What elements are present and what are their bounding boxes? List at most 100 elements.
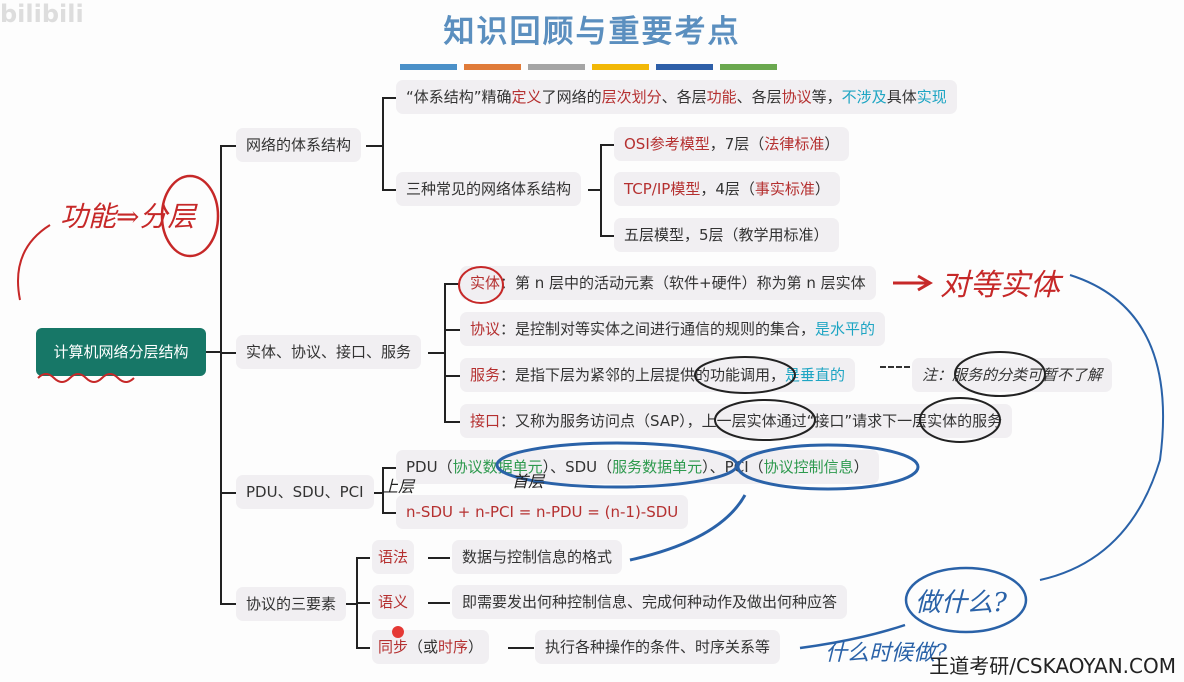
text-segment: 是垂直的 (785, 366, 846, 384)
connector (220, 145, 236, 147)
black-circle (694, 356, 796, 394)
text-segment: 法律标准 (764, 135, 825, 153)
annotation-what: 做什么? (915, 588, 1007, 618)
node-entity-protocol-interface-service[interactable]: 实体、协议、接口、服务 (236, 335, 422, 369)
connector (588, 189, 600, 191)
slide-title: 知识回顾与重要考点 (443, 14, 741, 50)
text-segment: TCP/IP模型 (624, 180, 701, 198)
node-architecture-definition[interactable]: “体系结构”精确定义了网络的层次划分、各层功能、各层协议等，不涉及具体实现 (396, 80, 957, 114)
connector (344, 603, 356, 605)
connector (444, 421, 460, 423)
node-tcpip-model[interactable]: TCP/IP模型，4层（事实标准） (614, 172, 840, 206)
blue-arrow (629, 494, 747, 562)
node-semantics-desc[interactable]: 即需要发出何种控制信息、完成何种动作及做出何种应答 (452, 585, 848, 619)
annotation-when: 什么时候做? (825, 641, 947, 666)
node-protocol-elements[interactable]: 协议的三要素 (236, 587, 347, 621)
text-segment: 实体 (470, 274, 501, 292)
node-syntax[interactable]: 语法 (372, 540, 415, 574)
connector (382, 97, 396, 99)
text-segment: 同步 (378, 638, 409, 656)
node-pdu-terms[interactable]: PDU（协议数据单元）、SDU（服务数据单元）、PCI（协议控制信息） (396, 450, 879, 484)
annotation-func-layer: 功能⇒分层 (60, 200, 196, 233)
text-segment: ） (814, 180, 830, 198)
text-segment: 事实标准 (754, 180, 815, 198)
connector (220, 352, 236, 354)
node-entity[interactable]: 实体：第 n 层中的活动元素（软件+硬件）称为第 n 层实体 (460, 266, 876, 300)
node-semantics[interactable]: 语义 (372, 585, 415, 619)
annotation-peer-entity: 对等实体 (940, 268, 1060, 303)
connector (382, 189, 396, 191)
node-pdu-sdu-pci[interactable]: PDU、SDU、PCI (236, 475, 374, 509)
connector (600, 144, 614, 146)
connector (600, 144, 602, 236)
red-arrow (893, 274, 933, 292)
connector (382, 97, 384, 190)
text-segment: 、各层 (736, 88, 782, 106)
connector (356, 602, 370, 604)
node-architecture[interactable]: 网络的体系结构 (236, 128, 362, 162)
text-segment: ）、PCI（ (702, 458, 764, 476)
text-segment: ：是指下层为紧邻的上层提供的功能调用， (500, 366, 786, 384)
red-underline (37, 373, 135, 383)
red-arrow-curve (17, 224, 51, 301)
text-segment: 协议控制信息 (763, 458, 854, 476)
text-segment: ：第 n 层中的活动元素（软件+硬件）称为第 n 层实体 (500, 274, 866, 292)
connector (444, 375, 460, 377)
text-segment: 等， (811, 88, 842, 106)
connector (600, 235, 614, 237)
black-circle (714, 399, 816, 441)
bilibili-watermark: bilibili (0, 0, 84, 28)
node-service[interactable]: 服务：是指下层为紧邻的上层提供的功能调用，是垂直的 (460, 358, 856, 392)
blue-circle (736, 443, 920, 491)
node-syntax-desc[interactable]: 数据与控制信息的格式 (452, 540, 623, 574)
text-segment: 不涉及 (841, 88, 887, 106)
node-three-models[interactable]: 三种常见的网络体系结构 (396, 172, 582, 206)
root-node[interactable]: 计算机网络分层结构 (36, 328, 206, 376)
site-watermark: 王道考研/CSKAOYAN.COM (929, 654, 1176, 678)
text-segment: 五层模型，5层（教学用标准） (624, 226, 829, 244)
text-segment: ：是控制对等实体之间进行通信的规则的集合， (500, 320, 816, 338)
text-segment: ） (824, 135, 840, 153)
text-segment: PDU（ (406, 458, 453, 476)
text-segment: ：又称为服务访问点（SAP），上一层实体通过“接口”请求下一层实体的服务 (500, 412, 1003, 430)
text-segment: 语法 (378, 548, 409, 566)
text-segment: 时序 (438, 638, 469, 656)
connector (220, 145, 222, 604)
text-segment: “体系结构”精确 (406, 88, 512, 106)
text-segment: ）、SDU（ (542, 458, 613, 476)
connector (444, 283, 460, 285)
color-bar (528, 64, 585, 70)
connector (428, 557, 450, 559)
color-bar (656, 64, 713, 70)
red-circle (160, 174, 220, 258)
blue-arrow-curve (1039, 274, 1164, 581)
blue-arrow (799, 623, 906, 650)
text-segment: 、各层 (661, 88, 707, 106)
connector (444, 283, 446, 422)
connector (220, 492, 236, 494)
text-segment: 实现 (916, 88, 947, 106)
node-protocol[interactable]: 协议：是控制对等实体之间进行通信的规则的集合，是水平的 (460, 312, 886, 346)
connector (880, 366, 910, 368)
text-segment: 定义 (511, 88, 542, 106)
connector (428, 352, 444, 354)
connector (382, 512, 396, 514)
text-segment: ） (468, 638, 484, 656)
annotation-lower: 首层 (512, 472, 545, 491)
connector (206, 351, 220, 353)
node-five-layer-model[interactable]: 五层模型，5层（教学用标准） (614, 218, 839, 252)
black-circle (919, 397, 1001, 443)
node-timing-desc[interactable]: 执行各种操作的条件、时序关系等 (535, 630, 781, 664)
node-osi-model[interactable]: OSI参考模型，7层（法律标准） (614, 127, 850, 161)
color-bar (592, 64, 649, 70)
text-segment: （或 (408, 638, 439, 656)
node-pdu-formula[interactable]: n-SDU + n-PCI = n-PDU = (n-1)-SDU (396, 495, 689, 529)
text-segment: 层次划分 (601, 88, 662, 106)
connector (220, 603, 236, 605)
node-interface[interactable]: 接口：又称为服务访问点（SAP），上一层实体通过“接口”请求下一层实体的服务 (460, 404, 1013, 438)
node-service-note[interactable]: 注：服务的分类可暂不了解 (912, 358, 1113, 392)
text-segment: 协议 (470, 320, 501, 338)
text-segment: 语义 (378, 593, 409, 611)
node-timing[interactable]: 同步（或时序） (372, 630, 490, 664)
